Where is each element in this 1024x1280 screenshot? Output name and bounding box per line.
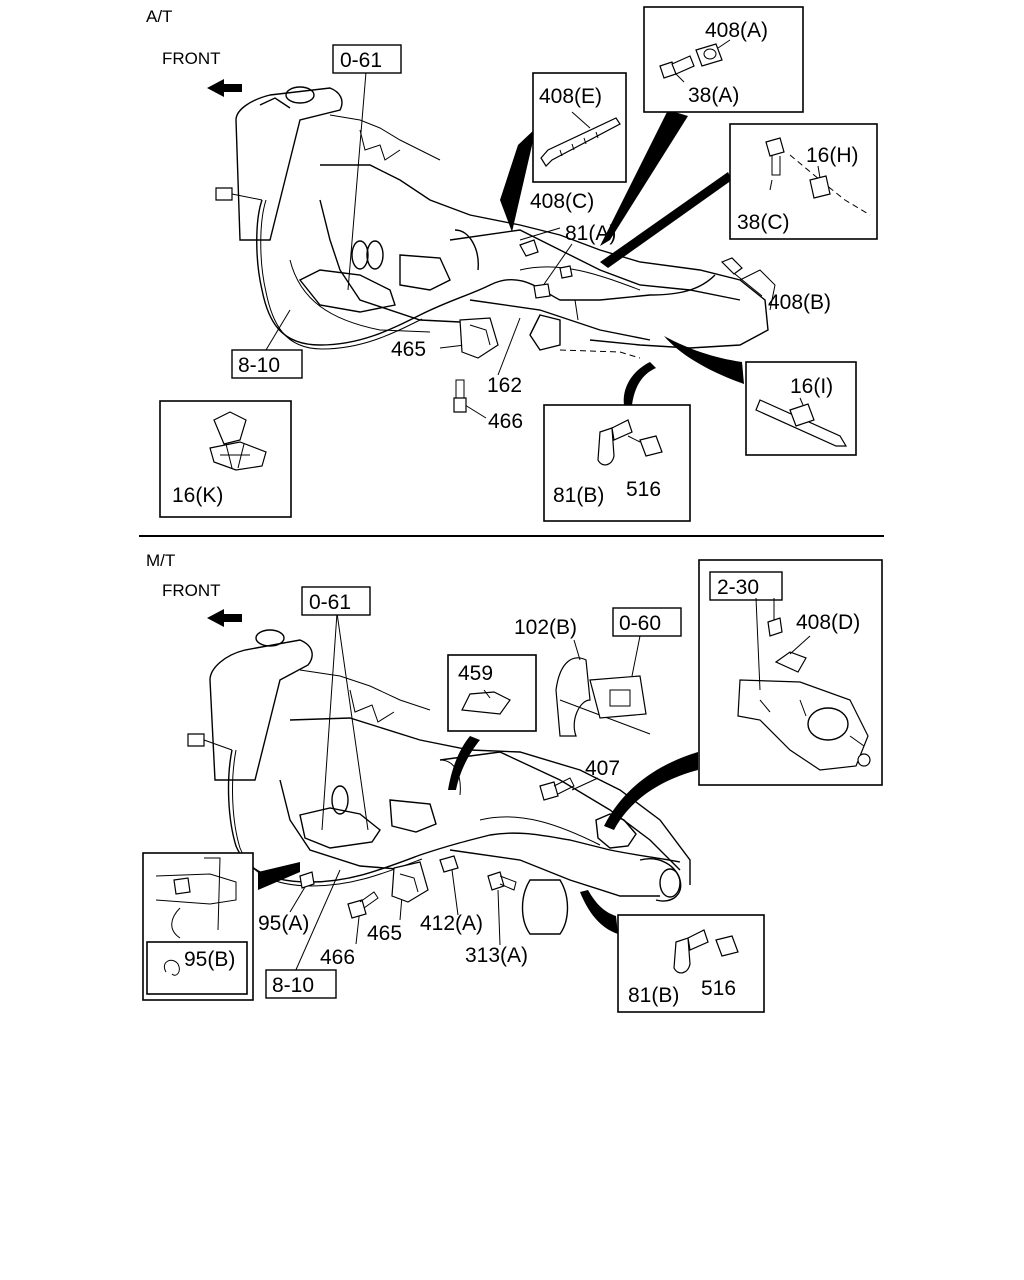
mt-label-102b: 102(B) bbox=[514, 616, 577, 639]
mt-bolt-313a bbox=[487, 871, 517, 891]
mt-bolt-407 bbox=[539, 777, 575, 801]
mt-inset-459: 459 bbox=[447, 654, 537, 732]
at-label-408a: 408(A) bbox=[705, 19, 768, 42]
at-clamp-162 bbox=[533, 283, 551, 299]
mt-callout-wedge-95b bbox=[258, 862, 300, 890]
at-ref-box-8-10: 8-10 bbox=[231, 349, 303, 379]
at-section: A/T FRONT bbox=[146, 6, 878, 522]
at-inset-408a: 408(A) 38(A) bbox=[643, 6, 804, 113]
mt-front-label: FRONT bbox=[162, 581, 221, 600]
at-inset-16h: 16(H) 38(C) bbox=[729, 123, 878, 240]
at-label-516: 516 bbox=[626, 478, 661, 501]
at-front-label: FRONT bbox=[162, 49, 221, 68]
mt-front-arrow bbox=[207, 609, 242, 627]
mt-ref-0-61: 0-61 bbox=[309, 591, 351, 614]
mt-label-81b: 81(B) bbox=[628, 984, 679, 1007]
mt-label-95b: 95(B) bbox=[184, 948, 235, 971]
at-label-16h: 16(H) bbox=[806, 144, 859, 167]
at-ref-8-10: 8-10 bbox=[238, 354, 280, 377]
at-clip-408b bbox=[720, 257, 743, 275]
at-ref-0-61: 0-61 bbox=[340, 49, 382, 72]
at-harness-connector bbox=[215, 187, 233, 201]
at-callout-wedge-81b bbox=[623, 362, 656, 405]
at-callout-wedge-408a bbox=[600, 110, 688, 246]
at-callout-wedge-408e bbox=[500, 128, 536, 232]
at-callout-wedge-16i bbox=[664, 336, 744, 384]
at-label-81a: 81(A) bbox=[565, 222, 616, 245]
mt-wire-harness-2 bbox=[232, 749, 423, 887]
mt-label-459: 459 bbox=[458, 662, 493, 685]
at-clip-408c bbox=[519, 239, 539, 257]
at-inset-16k: 16(K) bbox=[159, 400, 292, 518]
at-label-408b: 408(B) bbox=[768, 291, 831, 314]
at-bolt-466 bbox=[453, 379, 467, 413]
mt-callout-wedge-408d bbox=[604, 752, 698, 830]
at-inset-16i: 16(I) bbox=[745, 361, 857, 456]
mt-label-466: 466 bbox=[320, 946, 355, 969]
mt-harness-connector bbox=[187, 733, 205, 747]
mt-part-102b bbox=[555, 635, 651, 737]
at-label-81b: 81(B) bbox=[553, 484, 604, 507]
at-label-465: 465 bbox=[391, 338, 426, 361]
mt-engine-sketch bbox=[209, 629, 691, 935]
mt-clip-412a bbox=[439, 855, 459, 873]
at-label-16k: 16(K) bbox=[172, 484, 223, 507]
mt-ref-box-0-61: 0-61 bbox=[301, 586, 371, 616]
at-section-title: A/T bbox=[146, 7, 172, 26]
at-label-38c: 38(C) bbox=[737, 211, 790, 234]
mt-clip-95a bbox=[299, 871, 315, 889]
at-wire-harness bbox=[256, 199, 716, 346]
at-inset-81b: 81(B) 516 bbox=[543, 404, 691, 522]
at-wire-harness-2 bbox=[260, 199, 423, 350]
mt-label-516: 516 bbox=[701, 977, 736, 1000]
at-front-arrow bbox=[207, 79, 242, 97]
at-label-38a: 38(A) bbox=[688, 84, 739, 107]
mt-inset-95b: 95(B) bbox=[142, 852, 254, 1001]
mt-ref-box-0-60: 0-60 bbox=[612, 607, 682, 637]
mt-label-465: 465 bbox=[367, 922, 402, 945]
mt-label-412a: 412(A) bbox=[420, 912, 483, 935]
at-label-162: 162 bbox=[487, 374, 522, 397]
mt-label-407: 407 bbox=[585, 757, 620, 780]
at-callout-wedge-16h bbox=[600, 172, 732, 268]
mt-label-408d: 408(D) bbox=[796, 611, 860, 634]
mt-wire-harness bbox=[227, 749, 681, 883]
mt-bracket-465 bbox=[391, 861, 429, 903]
mt-bolt-466 bbox=[347, 891, 379, 919]
mt-inset-81b: 81(B) 516 bbox=[617, 914, 765, 1013]
at-bracket-465 bbox=[459, 317, 499, 359]
at-engine-sketch bbox=[235, 86, 776, 359]
mt-ref-0-60: 0-60 bbox=[619, 612, 661, 635]
mt-section-title: M/T bbox=[146, 551, 175, 570]
at-leader-lines bbox=[265, 71, 763, 419]
mt-label-313a: 313(A) bbox=[465, 944, 528, 967]
at-ref-box-0-61: 0-61 bbox=[332, 44, 402, 74]
mt-section: M/T FRONT bbox=[142, 551, 883, 1013]
mt-label-95a: 95(A) bbox=[258, 912, 309, 935]
at-inset-408e: 408(E) bbox=[532, 72, 627, 183]
mt-ref-8-10: 8-10 bbox=[272, 974, 314, 997]
mt-callout-wedge-459 bbox=[448, 736, 480, 790]
at-label-408e: 408(E) bbox=[539, 85, 602, 108]
at-label-466: 466 bbox=[488, 410, 523, 433]
at-clip-81a bbox=[559, 265, 573, 279]
mt-callout-wedge-81b bbox=[580, 890, 618, 934]
at-label-408c: 408(C) bbox=[530, 190, 594, 213]
at-label-16i: 16(I) bbox=[790, 375, 833, 398]
mt-inset-408d: 2-30 408(D) bbox=[698, 559, 883, 786]
mt-ref-box-8-10: 8-10 bbox=[265, 969, 337, 999]
mt-ref-2-30: 2-30 bbox=[717, 576, 759, 599]
